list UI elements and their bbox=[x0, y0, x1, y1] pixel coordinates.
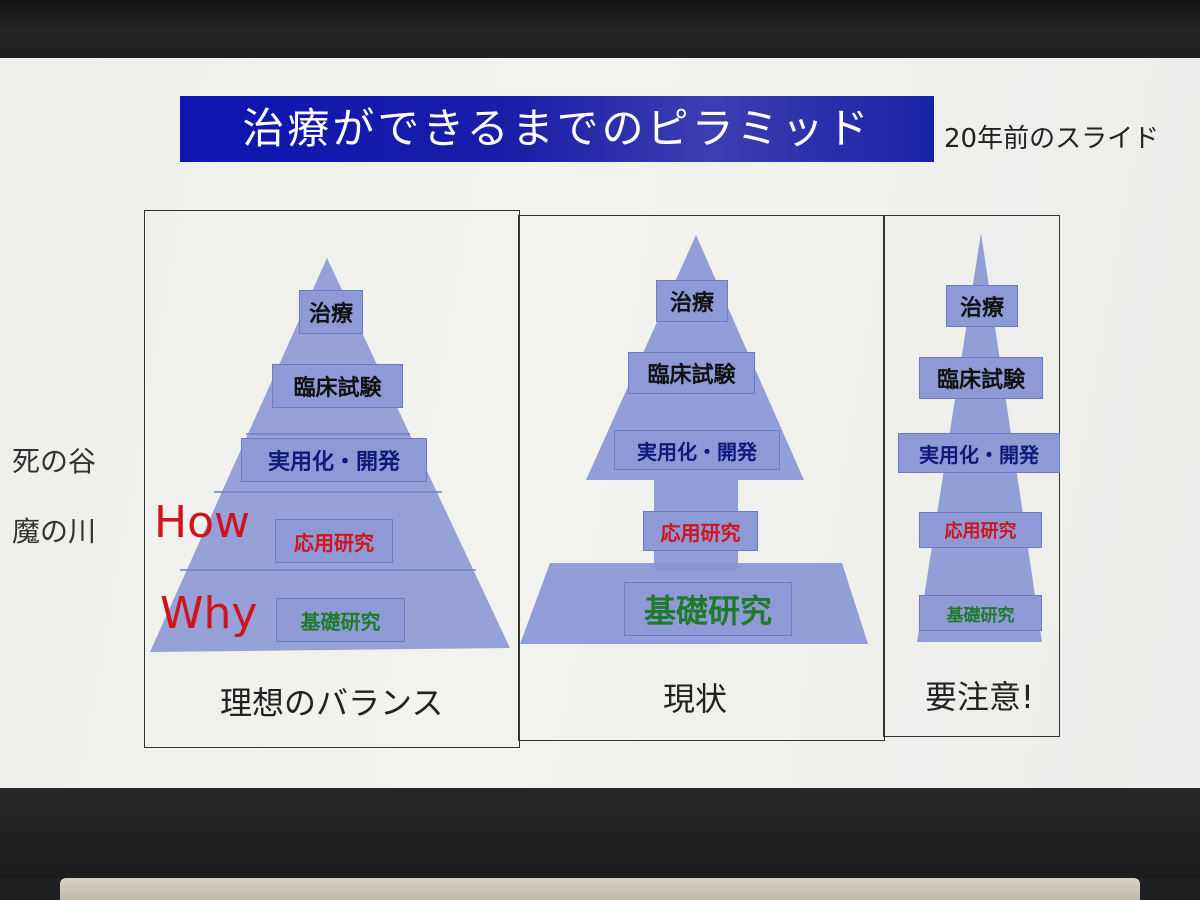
current-level-development: 実用化・開発 bbox=[614, 430, 780, 470]
caution-level-development: 実用化・開発 bbox=[898, 433, 1060, 473]
panel-ideal bbox=[144, 210, 520, 748]
current-level-clinical-trial: 臨床試験 bbox=[628, 352, 755, 394]
ideal-caption: 理想のバランス bbox=[220, 684, 444, 722]
ideal-level-applied-research: 応用研究 bbox=[275, 519, 393, 563]
valley-of-death-label: 死の谷 bbox=[12, 445, 97, 478]
how-label: How bbox=[154, 497, 250, 548]
caution-level-basic-research: 基礎研究 bbox=[919, 595, 1042, 631]
panel-current bbox=[518, 215, 885, 741]
slide-subtitle: 20年前のスライド bbox=[944, 124, 1160, 154]
current-caption: 現状 bbox=[663, 680, 728, 718]
ideal-level-treatment: 治療 bbox=[299, 290, 363, 334]
caution-caption: 要注意! bbox=[925, 678, 1034, 716]
why-label: Why bbox=[160, 588, 258, 639]
current-level-treatment: 治療 bbox=[656, 280, 728, 322]
caution-level-treatment: 治療 bbox=[946, 285, 1018, 327]
monitor-bezel bbox=[0, 788, 1200, 878]
panel-caution bbox=[883, 215, 1060, 737]
ideal-level-clinical-trial: 臨床試験 bbox=[272, 364, 403, 408]
caution-level-applied-research: 応用研究 bbox=[919, 512, 1042, 548]
caution-level-clinical-trial: 臨床試験 bbox=[919, 357, 1043, 399]
current-level-applied-research: 応用研究 bbox=[643, 511, 758, 551]
laptop-base bbox=[60, 878, 1140, 900]
slide-title: 治療ができるまでのピラミッド bbox=[180, 96, 934, 162]
current-level-basic-research: 基礎研究 bbox=[624, 582, 792, 636]
ideal-level-basic-research: 基礎研究 bbox=[276, 598, 405, 642]
ideal-level-development: 実用化・開発 bbox=[241, 438, 427, 482]
devil-river-label: 魔の川 bbox=[12, 515, 97, 548]
